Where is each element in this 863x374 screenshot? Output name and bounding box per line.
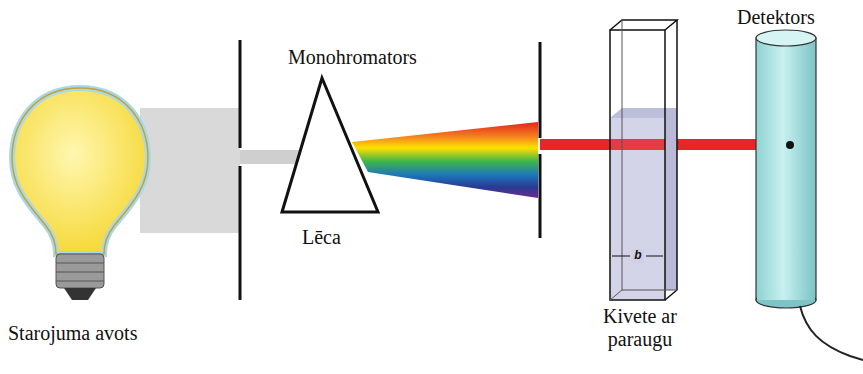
part-label: Kivete ar paraugu bbox=[584, 305, 696, 351]
part-label: Detektors bbox=[737, 6, 815, 29]
light-beam bbox=[140, 108, 240, 233]
dimension-label: b bbox=[632, 249, 643, 263]
slit-wall bbox=[539, 42, 542, 138]
part-label: Lēca bbox=[302, 226, 341, 249]
light-beam bbox=[240, 150, 305, 164]
light-bulb bbox=[12, 88, 148, 300]
slit-wall bbox=[239, 40, 242, 148]
cuvette bbox=[610, 20, 677, 300]
part-label: Starojuma avots bbox=[8, 322, 137, 345]
slit-wall bbox=[539, 154, 542, 238]
detector bbox=[756, 30, 863, 360]
spectrum-fan bbox=[352, 122, 538, 198]
part-label: Monohromators bbox=[288, 46, 417, 69]
prism bbox=[282, 78, 378, 212]
slit-wall bbox=[239, 166, 242, 300]
